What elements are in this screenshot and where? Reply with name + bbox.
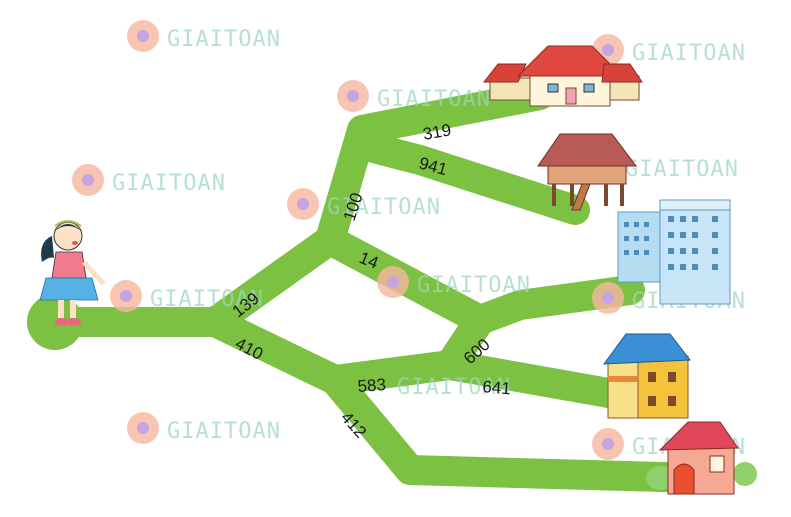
watermark-logo: GIAITOAN	[127, 412, 281, 444]
svg-text:GIAITOAN: GIAITOAN	[632, 41, 746, 66]
label-583: 583	[357, 375, 387, 396]
watermark-logo: GIAITOAN	[377, 266, 531, 298]
red-roof-house	[482, 45, 643, 107]
watermark-logo: GIAITOAN	[592, 34, 746, 66]
svg-text:GIAITOAN: GIAITOAN	[167, 419, 281, 444]
yellow-blue-house	[602, 333, 691, 419]
svg-text:GIAITOAN: GIAITOAN	[377, 87, 491, 112]
girl-illustration	[39, 220, 106, 326]
path-412	[320, 365, 715, 493]
watermark-logo: GIAITOAN	[625, 157, 739, 182]
label-319: 319	[421, 120, 452, 144]
path-319	[347, 80, 555, 145]
watermark-logo: GIAITOAN	[72, 164, 226, 196]
small-pink-house	[646, 421, 757, 495]
path-410	[200, 307, 350, 395]
stilt-house	[537, 133, 637, 211]
svg-text:GIAITOAN: GIAITOAN	[417, 273, 531, 298]
svg-text:GIAITOAN: GIAITOAN	[150, 287, 264, 312]
watermark-logo: GIAITOAN	[337, 80, 491, 112]
path-941	[347, 130, 590, 225]
path-583	[320, 350, 465, 395]
label-641: 641	[482, 377, 512, 398]
svg-text:GIAITOAN: GIAITOAN	[625, 157, 739, 182]
watermark-logo: GIAITOAN	[397, 375, 511, 400]
svg-text:GIAITOAN: GIAITOAN	[397, 375, 511, 400]
svg-text:GIAITOAN: GIAITOAN	[167, 27, 281, 52]
svg-text:GIAITOAN: GIAITOAN	[112, 171, 226, 196]
path-641	[435, 350, 635, 410]
apartment-buildings	[617, 199, 731, 305]
watermarks: GIAITOAN GIAITOAN GIAITOAN GIAITOAN GIAI…	[72, 20, 746, 460]
watermark-logo: GIAITOAN	[127, 20, 281, 52]
path-139	[200, 225, 345, 337]
watermark-logo: GIAITOAN	[110, 280, 264, 312]
svg-text:GIAITOAN: GIAITOAN	[327, 195, 441, 220]
watermark-logo: GIAITOAN	[287, 188, 441, 220]
